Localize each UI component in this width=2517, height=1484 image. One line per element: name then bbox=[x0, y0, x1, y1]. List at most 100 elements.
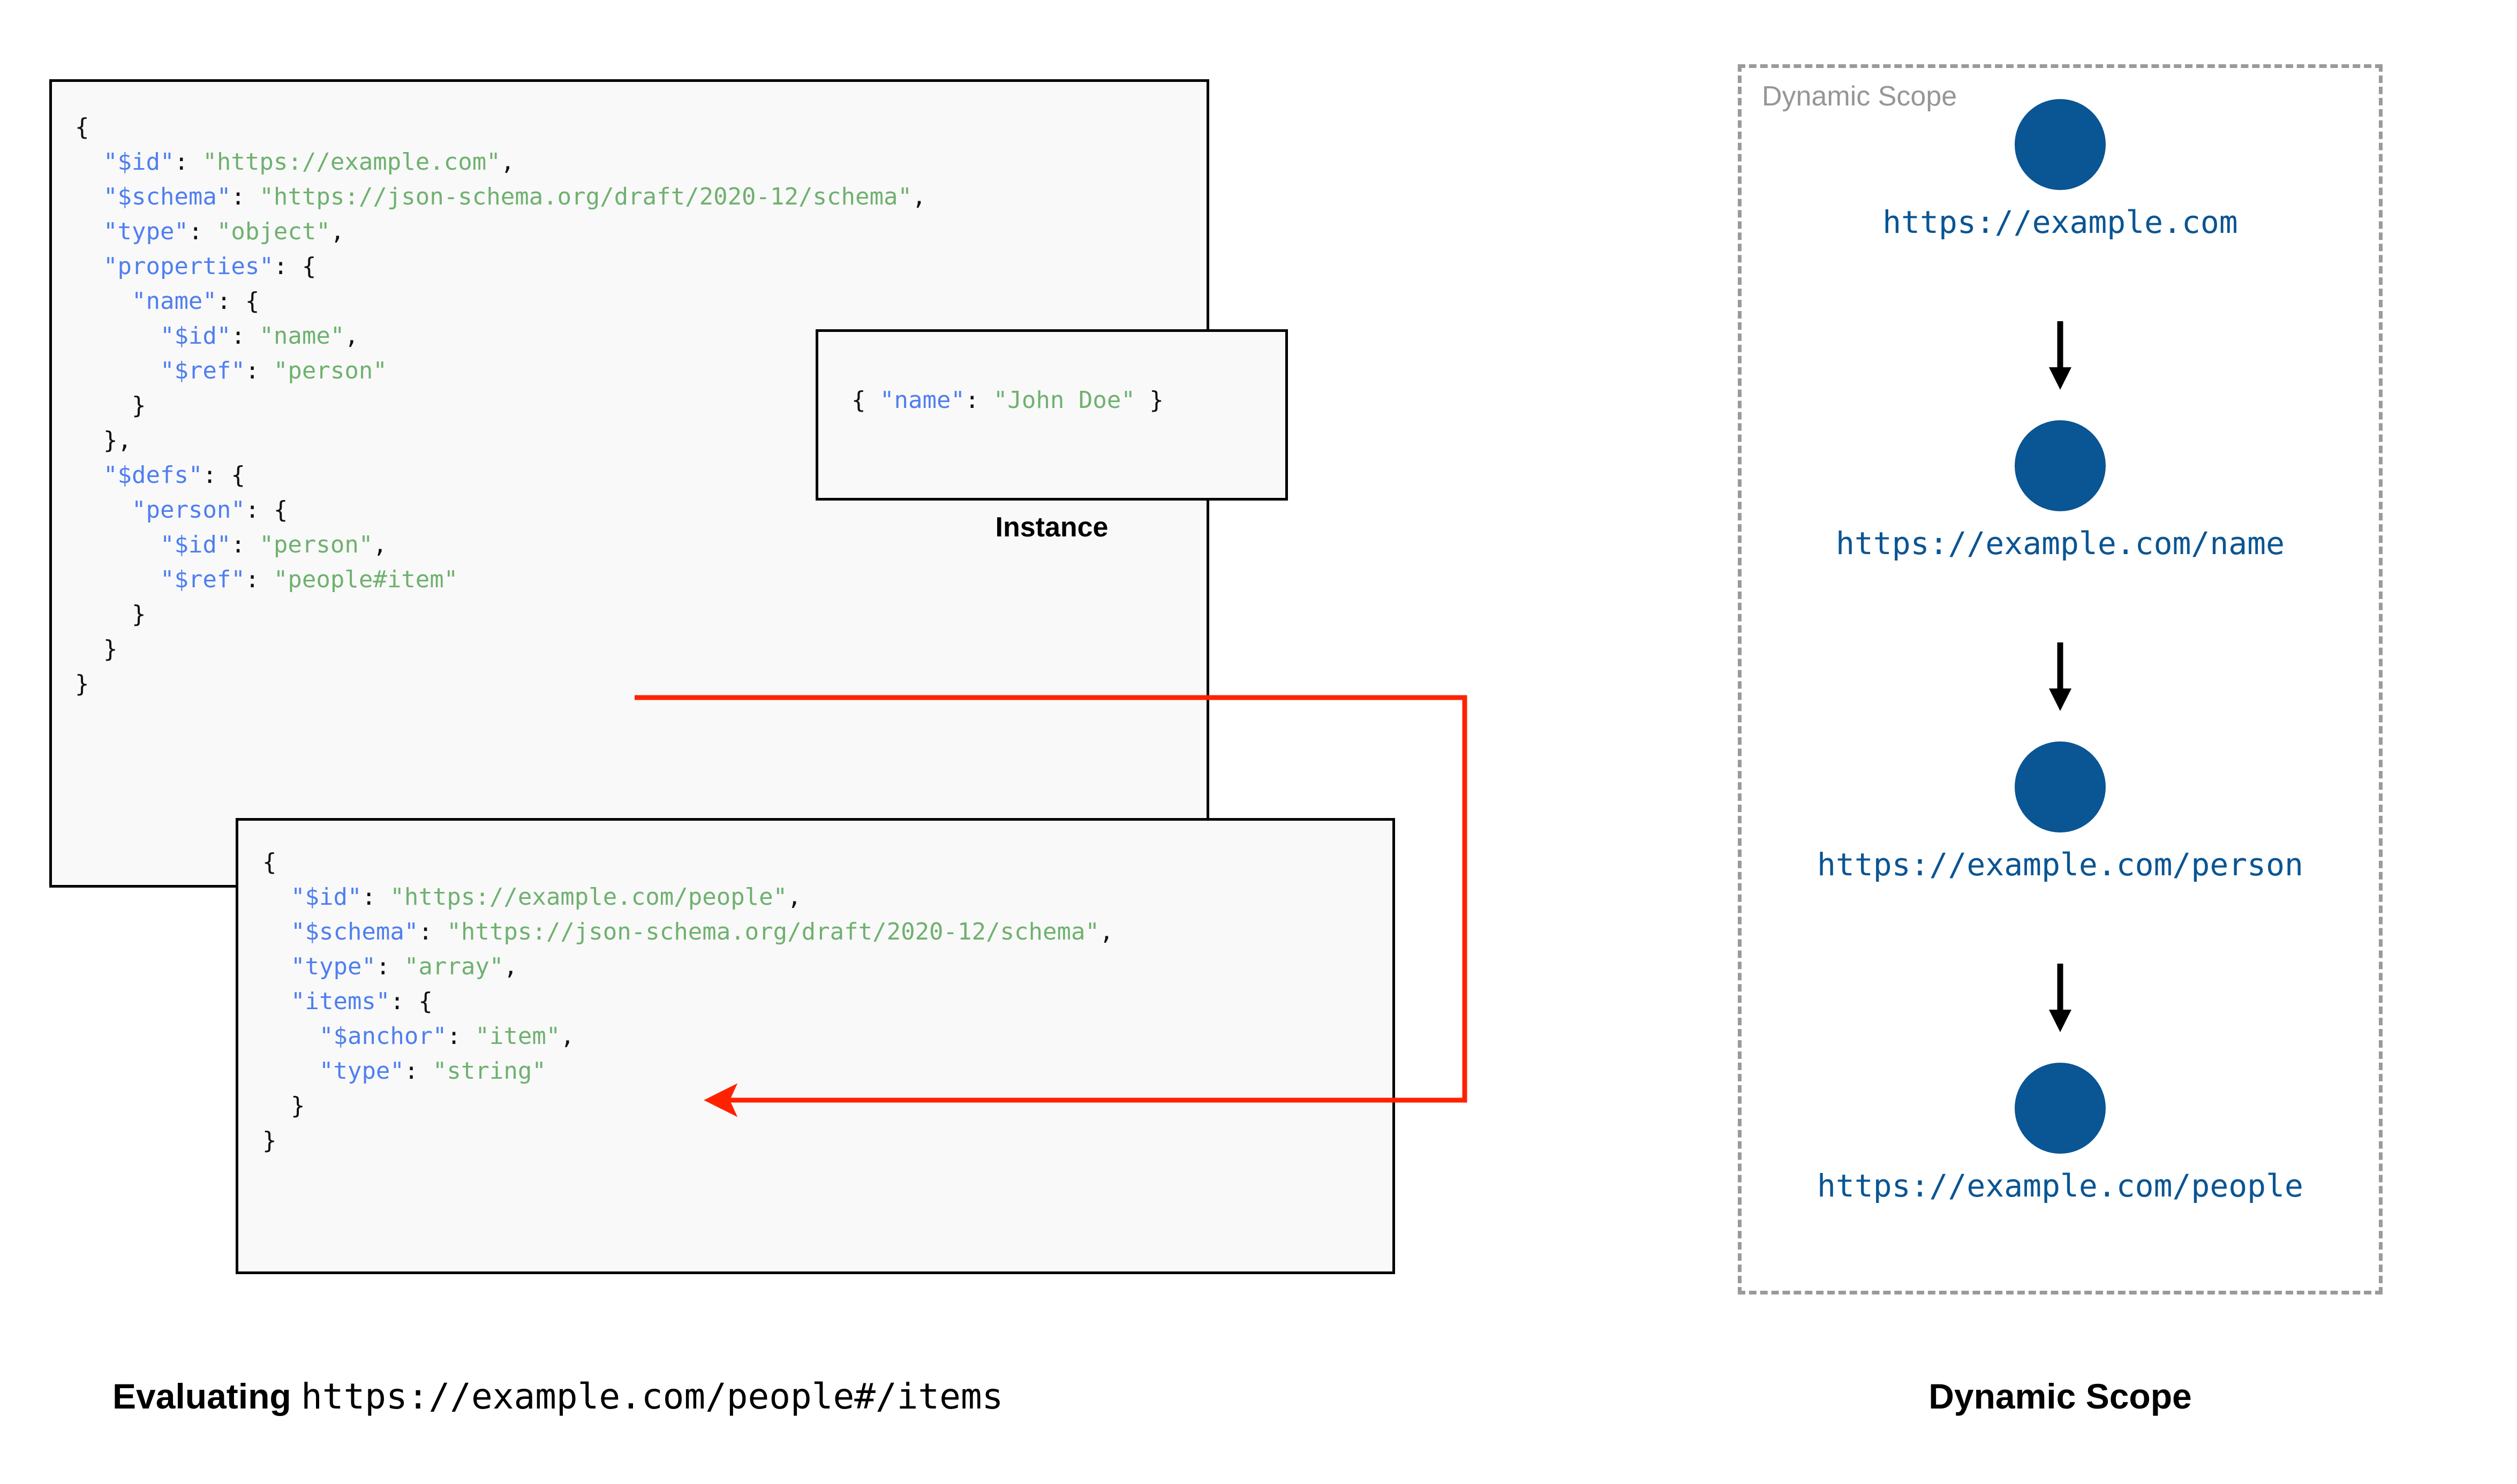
code-token: : bbox=[188, 218, 217, 245]
code-token: { bbox=[262, 849, 277, 876]
code-line: "$id": "person", bbox=[75, 527, 926, 562]
code-token bbox=[262, 883, 291, 911]
code-line: "properties": { bbox=[75, 249, 926, 284]
code-token: "https://example.com" bbox=[202, 148, 501, 176]
code-token: } bbox=[75, 392, 146, 419]
scope-node-label: https://example.com bbox=[1882, 204, 2238, 240]
code-token: "name" bbox=[259, 322, 345, 350]
code-line: { bbox=[262, 845, 1113, 880]
scope-node-label: https://example.com/name bbox=[1835, 525, 2285, 562]
code-token: : bbox=[174, 148, 203, 176]
scope-node-circle bbox=[2015, 420, 2106, 511]
code-token bbox=[75, 322, 160, 350]
code-token: "$ref" bbox=[160, 566, 245, 593]
dynamic-scope-panel bbox=[1738, 64, 2383, 1294]
code-line: "$ref": "people#item" bbox=[75, 562, 926, 597]
code-token bbox=[262, 918, 291, 945]
code-token bbox=[262, 1057, 319, 1085]
code-token bbox=[75, 183, 103, 210]
instance-box bbox=[816, 329, 1288, 501]
code-token: "item" bbox=[475, 1023, 561, 1050]
code-line: "$schema": "https://json-schema.org/draf… bbox=[262, 914, 1113, 949]
scope-arrow-2 bbox=[1738, 964, 2383, 1036]
code-token: , bbox=[787, 883, 802, 911]
code-line: }, bbox=[75, 423, 926, 458]
code-token: : { bbox=[202, 461, 245, 489]
code-token: "string" bbox=[432, 1057, 546, 1085]
code-token bbox=[75, 253, 103, 280]
scope-arrow-1 bbox=[1738, 642, 2383, 715]
code-token: { bbox=[851, 387, 880, 414]
code-token bbox=[75, 357, 160, 384]
code-token: } bbox=[262, 1127, 277, 1154]
code-token: : { bbox=[245, 496, 288, 524]
code-token: "array" bbox=[404, 953, 504, 980]
code-line: "type": "string" bbox=[262, 1054, 1113, 1088]
code-line: "name": { bbox=[75, 284, 926, 319]
code-token: : bbox=[245, 566, 274, 593]
code-line: { "name": "John Doe" } bbox=[851, 383, 1164, 418]
people-schema-code: { "$id": "https://example.com/people", "… bbox=[262, 845, 1113, 1158]
code-token: "person" bbox=[131, 496, 245, 524]
code-token bbox=[75, 531, 160, 558]
scope-node-label: https://example.com/people bbox=[1817, 1168, 2303, 1204]
code-token bbox=[262, 1023, 319, 1050]
code-token: : bbox=[418, 918, 447, 945]
code-token bbox=[75, 287, 132, 315]
code-token: "https://json-schema.org/draft/2020-12/s… bbox=[447, 918, 1099, 945]
code-token: } bbox=[1135, 387, 1164, 414]
code-token bbox=[75, 218, 103, 245]
caption-dynamic-scope: Dynamic Scope bbox=[1928, 1376, 2192, 1416]
scope-node-circle bbox=[2015, 741, 2106, 832]
code-line: } bbox=[75, 388, 926, 423]
code-line: "$id": "https://example.com", bbox=[75, 145, 926, 179]
code-line: "$schema": "https://json-schema.org/draf… bbox=[75, 179, 926, 214]
code-line: } bbox=[75, 597, 926, 632]
scope-arrow-0 bbox=[1738, 321, 2383, 393]
caption-evaluating-uri: https://example.com/people#/items bbox=[301, 1376, 1004, 1417]
code-token: : bbox=[447, 1023, 476, 1050]
caption-evaluating-bold: Evaluating bbox=[112, 1376, 291, 1416]
code-token: "$anchor" bbox=[319, 1023, 447, 1050]
scope-node-2: https://example.com/person bbox=[1738, 741, 2383, 883]
code-token: "$id" bbox=[160, 322, 231, 350]
scope-node-circle bbox=[2015, 1063, 2106, 1154]
people-schema-box bbox=[236, 818, 1395, 1274]
code-token: , bbox=[344, 322, 359, 350]
code-token: : { bbox=[390, 988, 433, 1015]
code-token: "name" bbox=[879, 387, 965, 414]
code-token: "type" bbox=[103, 218, 189, 245]
code-token: "$id" bbox=[160, 531, 231, 558]
caption-evaluating: Evaluating https://example.com/people#/i… bbox=[112, 1376, 1003, 1417]
code-line: "type": "array", bbox=[262, 949, 1113, 984]
scope-node-0: https://example.com bbox=[1738, 99, 2383, 240]
code-line: "type": "object", bbox=[75, 214, 926, 249]
instance-code: { "name": "John Doe" } bbox=[851, 383, 1164, 418]
code-token: : { bbox=[216, 287, 260, 315]
code-token: , bbox=[500, 148, 515, 176]
code-token: "$schema" bbox=[290, 918, 419, 945]
code-token: "https://example.com/people" bbox=[390, 883, 788, 911]
code-line: } bbox=[262, 1123, 1113, 1158]
code-token: , bbox=[560, 1023, 575, 1050]
code-token: "properties" bbox=[103, 253, 274, 280]
code-token: }, bbox=[75, 427, 132, 454]
code-line: "$id": "name", bbox=[75, 319, 926, 353]
code-token: "type" bbox=[290, 953, 376, 980]
code-token: , bbox=[330, 218, 345, 245]
code-token: "people#item" bbox=[273, 566, 458, 593]
code-line: "$anchor": "item", bbox=[262, 1019, 1113, 1054]
code-token: : { bbox=[273, 253, 316, 280]
scope-node-circle bbox=[2015, 99, 2106, 190]
code-token: : bbox=[964, 387, 993, 414]
root-schema-code: { "$id": "https://example.com", "$schema… bbox=[75, 110, 926, 701]
code-token: "$id" bbox=[103, 148, 175, 176]
code-token bbox=[75, 148, 103, 176]
code-token: } bbox=[262, 1092, 305, 1119]
code-token bbox=[262, 953, 291, 980]
code-line: "person": { bbox=[75, 493, 926, 527]
code-token: "name" bbox=[131, 287, 217, 315]
code-token: } bbox=[75, 635, 118, 663]
code-token: "type" bbox=[319, 1057, 404, 1085]
